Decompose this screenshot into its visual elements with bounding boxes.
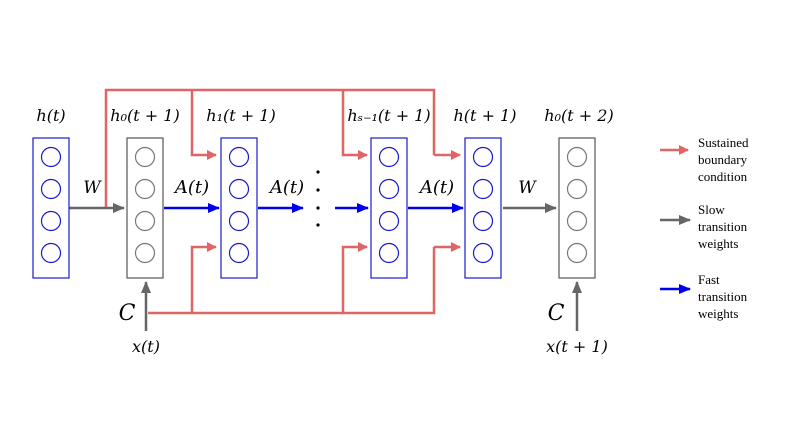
edge-label-a2: A(t) [268, 177, 304, 198]
label-h-t1: h(t + 1) [454, 106, 517, 125]
label-h1-t1: h₁(t + 1) [206, 106, 275, 125]
edge-label-a3: A(t) [418, 177, 454, 198]
legend-sustained-line2: boundary [698, 152, 748, 167]
edge-label-c-left: C [119, 301, 136, 326]
slow-transitions [69, 203, 582, 331]
legend-sustained-line1: Sustained [698, 135, 749, 150]
layer-h-t1 [464, 137, 502, 279]
ellipsis-dots [316, 170, 320, 227]
layer-h1-t1 [220, 137, 258, 279]
sustained-boundary-top [104, 88, 461, 208]
label-h0-t1: h₀(t + 1) [110, 106, 179, 125]
legend-fast-line3: weights [698, 306, 738, 321]
legend-slow-line2: transition [698, 219, 748, 234]
layer-h0-t2 [558, 137, 596, 279]
label-hS1-t1: hₛ₋₁(t + 1) [347, 106, 430, 125]
edge-label-w-right: W [518, 178, 537, 198]
legend: Sustained boundary condition Slow transi… [660, 135, 749, 321]
legend-fast-line1: Fast [698, 272, 720, 287]
label-h-t: h(t) [36, 106, 65, 125]
input-label-x-t1: x(t + 1) [546, 337, 608, 356]
legend-sustained-line3: condition [698, 169, 748, 184]
legend-slow-line3: weights [698, 236, 738, 251]
legend-fast-line2: transition [698, 289, 748, 304]
legend-slow-line1: Slow [698, 202, 725, 217]
sustained-boundary-bottom [148, 242, 461, 315]
edge-label-a1: A(t) [173, 177, 209, 198]
layer-hS1-t1 [370, 137, 408, 279]
label-h0-t2: h₀(t + 2) [544, 106, 613, 125]
edge-label-w-left: W [83, 178, 102, 198]
layer-h-t [32, 137, 70, 279]
edge-label-c-right: C [548, 301, 565, 326]
layer-h0-t1 [126, 137, 164, 279]
input-label-x-t: x(t) [132, 337, 160, 356]
